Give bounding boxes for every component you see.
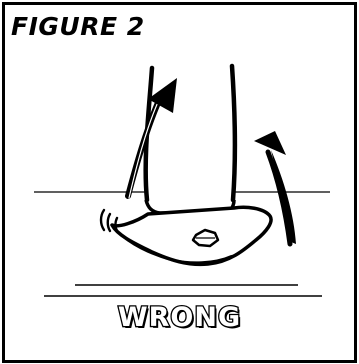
verdict-label: WRONG [117,302,242,333]
post [143,63,238,215]
figure-title: FIGURE 2 [11,12,145,41]
lift-arrow-right [254,131,296,247]
lift-arrow-left [125,78,177,199]
hex-bolt-icon [191,228,220,248]
base-plate [110,205,273,267]
motion-lines-icon [99,208,119,233]
